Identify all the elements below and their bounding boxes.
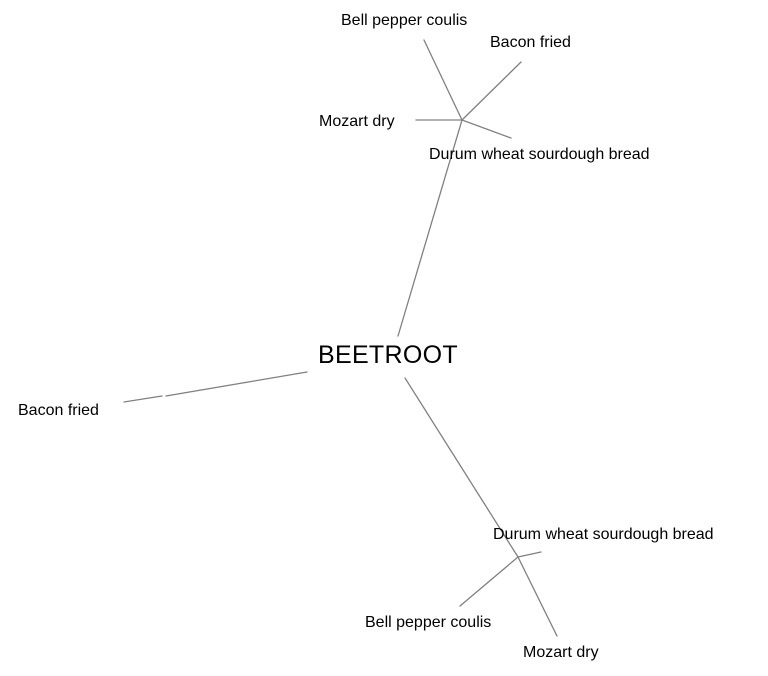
edge-left-stub	[123, 395, 163, 403]
node-label[interactable]: Bell pepper coulis	[341, 12, 468, 29]
edge-root-to-left	[165, 371, 308, 397]
edge-root-to-bottom-hub	[404, 377, 519, 558]
node-label[interactable]: Bacon fried	[18, 402, 99, 419]
edge-bottom-hub-durum	[517, 551, 542, 558]
node-label[interactable]: Mozart dry	[319, 113, 395, 130]
edge-bottom-hub-mozart	[517, 556, 558, 637]
edge-top-hub-bell-pepper	[423, 39, 463, 121]
node-label[interactable]: Durum wheat sourdough bread	[493, 526, 714, 543]
node-label[interactable]: Mozart dry	[523, 644, 599, 661]
edge-bottom-hub-bell-pepper	[459, 556, 519, 607]
edge-top-hub-durum	[461, 119, 512, 139]
node-label[interactable]: Bell pepper coulis	[365, 614, 492, 631]
root-node-label[interactable]: BEETROOT	[318, 341, 458, 369]
node-label[interactable]: Durum wheat sourdough bread	[429, 146, 650, 163]
edge-root-to-top-hub	[397, 119, 463, 337]
edge-top-hub-bacon	[461, 61, 522, 121]
node-label[interactable]: Bacon fried	[490, 34, 571, 51]
